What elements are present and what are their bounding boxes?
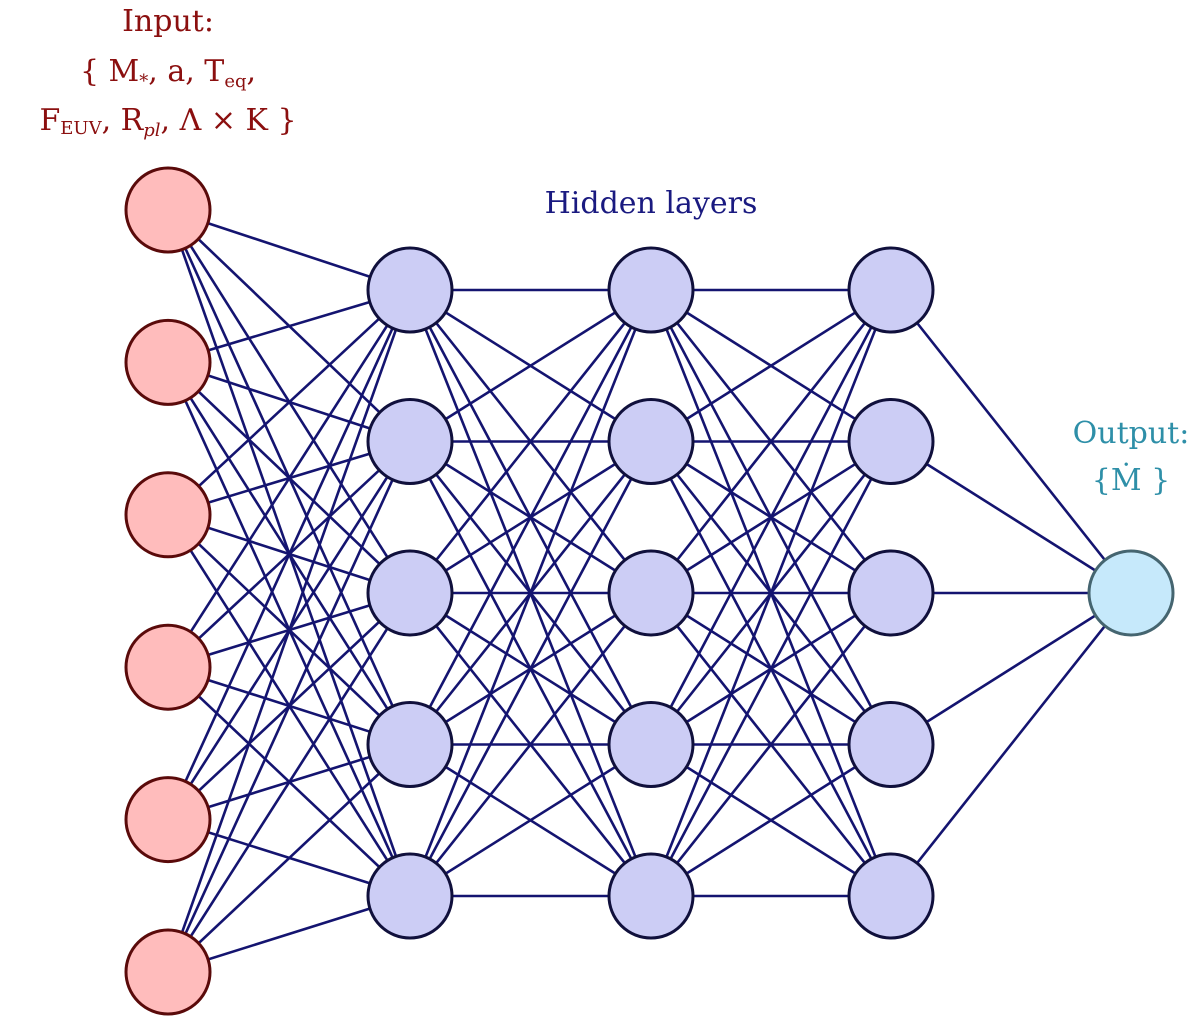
node-hidden-3-2 <box>847 398 935 485</box>
input-label: Input: { M*, a, Teq, FEUV, Rpl, Λ × K } <box>39 4 296 141</box>
node-input-5 <box>124 776 212 864</box>
edge-input-5-to-hidden-1-1 <box>166 289 412 821</box>
input-var-teq-sub: eq <box>224 71 246 92</box>
input-label-title: Input: <box>122 4 214 39</box>
edge-input-3-to-hidden-1-1 <box>167 289 411 516</box>
edge-input-6-to-hidden-1-1 <box>166 289 412 973</box>
edge-hidden-3-4-to-output-1 <box>890 591 1132 746</box>
edge-input-6-to-hidden-1-3 <box>166 592 412 973</box>
node-input-4 <box>124 623 212 711</box>
input-var-feuv-sub: EUV <box>60 118 102 139</box>
edge-hidden-1-2-to-hidden-2-1 <box>409 288 652 443</box>
node-hidden-2-2 <box>607 398 695 485</box>
edge-hidden-1-4-to-hidden-2-1 <box>408 289 653 746</box>
node-input-2 <box>124 318 212 406</box>
node-hidden-1-2 <box>366 398 454 485</box>
node-hidden-2-1 <box>607 246 695 334</box>
input-var-a-t: , a, T <box>148 54 224 89</box>
input-var-r: , R <box>102 103 145 138</box>
edge-hidden-3-2-to-output-1 <box>890 440 1132 595</box>
edge-hidden-1-5-to-hidden-2-1 <box>408 289 653 897</box>
input-var-f: F <box>39 103 60 138</box>
edge-hidden-1-5-to-hidden-2-3 <box>408 592 653 897</box>
edge-input-4-to-hidden-1-1 <box>166 289 412 668</box>
output-label-title: Output: <box>1073 416 1190 451</box>
node-hidden-1-5 <box>366 852 454 940</box>
edge-hidden-1-5-to-hidden-2-2 <box>408 440 653 897</box>
node-output-1 <box>1087 549 1175 637</box>
input-var-lambda-k: , Λ × K } <box>161 103 297 138</box>
node-hidden-2-3 <box>607 549 695 637</box>
node-hidden-3-3 <box>847 549 935 637</box>
input-var-mstar-sub: * <box>139 71 148 92</box>
node-hidden-1-4 <box>366 701 454 788</box>
node-hidden-1-1 <box>366 246 454 334</box>
node-hidden-3-5 <box>847 852 935 940</box>
node-input-1 <box>124 166 212 254</box>
output-label-var: {Ṁ } <box>1092 462 1170 498</box>
input-var-mstar: { M <box>80 54 139 89</box>
input-label-line3: FEUV, Rpl, Λ × K } <box>39 103 296 141</box>
edge-hidden-1-3-to-hidden-2-1 <box>408 289 653 594</box>
node-hidden-3-4 <box>847 701 935 788</box>
hidden-layers-label: Hidden layers <box>545 186 758 221</box>
input-label-line2: { M*, a, Teq, <box>80 54 256 92</box>
edge-hidden-2-5-to-hidden-3-3 <box>649 592 893 897</box>
node-hidden-2-4 <box>607 701 695 788</box>
edge-input-6-to-hidden-1-4 <box>167 743 411 973</box>
nodes-group <box>124 166 1175 1016</box>
node-hidden-2-5 <box>607 852 695 940</box>
edge-hidden-2-2-to-hidden-3-1 <box>650 288 892 443</box>
node-input-3 <box>124 471 212 559</box>
edge-hidden-2-5-to-hidden-3-1 <box>649 289 893 897</box>
edge-hidden-2-3-to-hidden-3-1 <box>649 289 893 594</box>
edge-hidden-1-5-to-hidden-2-4 <box>409 743 652 898</box>
edge-input-6-to-hidden-1-2 <box>166 440 412 973</box>
edge-hidden-2-5-to-hidden-3-2 <box>649 440 893 897</box>
edge-hidden-2-4-to-hidden-3-1 <box>649 289 893 746</box>
edge-hidden-3-1-to-output-1 <box>889 289 1133 594</box>
node-input-6 <box>124 928 212 1016</box>
node-hidden-1-3 <box>366 549 454 637</box>
input-var-rpl-sub: pl <box>143 120 161 141</box>
input-var-comma: , <box>247 54 257 89</box>
node-hidden-3-1 <box>847 246 935 334</box>
edge-hidden-2-5-to-hidden-3-4 <box>650 743 892 898</box>
edge-hidden-3-5-to-output-1 <box>889 592 1133 897</box>
